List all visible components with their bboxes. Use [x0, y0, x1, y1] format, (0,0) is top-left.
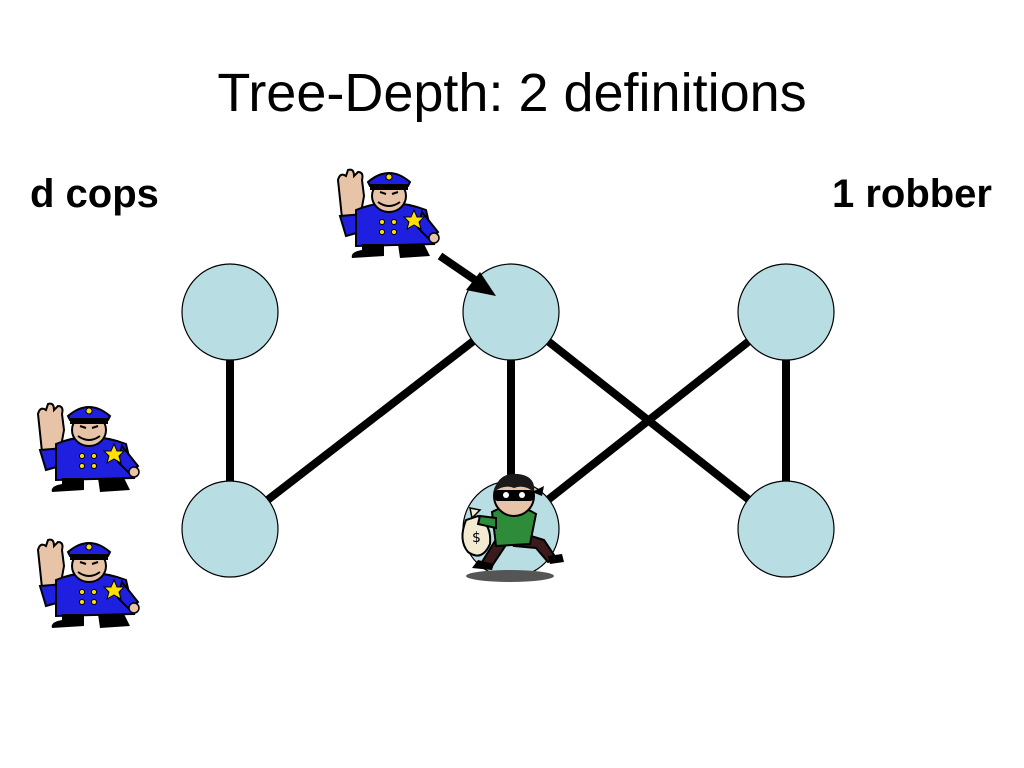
node-top-left — [181, 263, 279, 361]
arrow-icon — [437, 252, 496, 296]
cop-icon — [37, 538, 140, 629]
cop-icon — [337, 168, 440, 259]
node-bottom-right — [737, 480, 835, 578]
node-top-right — [737, 263, 835, 361]
slide-title: Tree-Depth: 2 definitions — [217, 63, 807, 123]
robber-label: 1 robber — [831, 172, 992, 216]
cop-icon — [37, 402, 140, 493]
edge-b-c — [227, 308, 514, 533]
cops-label: d cops — [30, 172, 159, 216]
node-bottom-left — [181, 480, 279, 578]
edge-e-d — [508, 308, 789, 533]
